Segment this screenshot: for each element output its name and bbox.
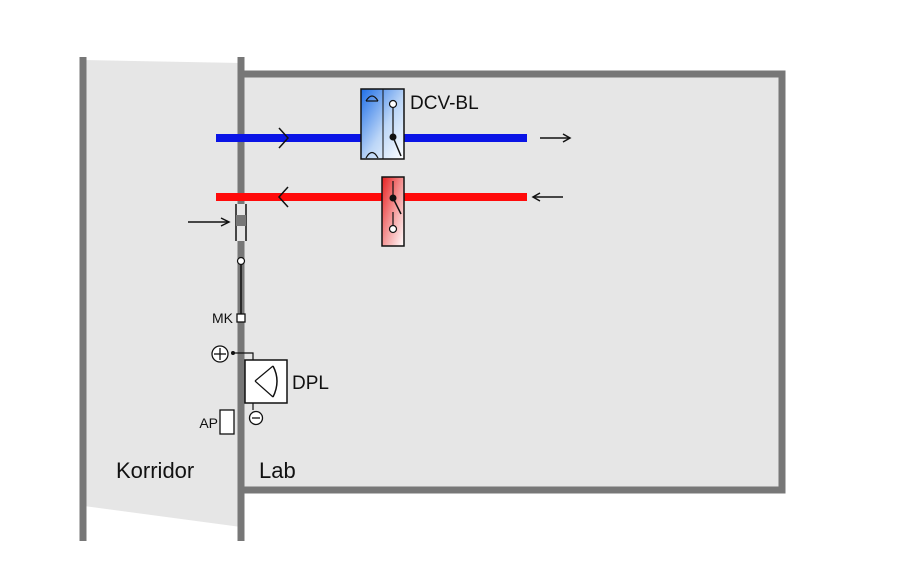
corridor-area: [84, 60, 241, 527]
dcv-bl-label: DCV-BL: [410, 93, 479, 114]
door-arrow: [188, 217, 231, 227]
mk-label: MK: [212, 310, 234, 326]
exhaust-inlet-arrow: [531, 192, 563, 202]
supply-flow-chevron: [278, 127, 290, 149]
alarm-panel-box: [219, 409, 235, 435]
door-contact-box: [236, 313, 246, 323]
ap-label: AP: [199, 415, 218, 431]
exhaust-flow-chevron: [277, 186, 289, 208]
supply-outlet-arrow: [540, 133, 572, 143]
pressure-sensor-dpl: [244, 359, 288, 404]
door-opening: [235, 204, 247, 241]
supply-damper-dcv-bl: [360, 88, 405, 160]
exhaust-damper: [381, 176, 405, 247]
lab-room: [237, 70, 786, 494]
lab-label: Lab: [259, 458, 296, 483]
door-contact-node: [236, 256, 246, 266]
corridor-label: Korridor: [116, 458, 194, 483]
dpl-label: DPL: [292, 373, 329, 394]
